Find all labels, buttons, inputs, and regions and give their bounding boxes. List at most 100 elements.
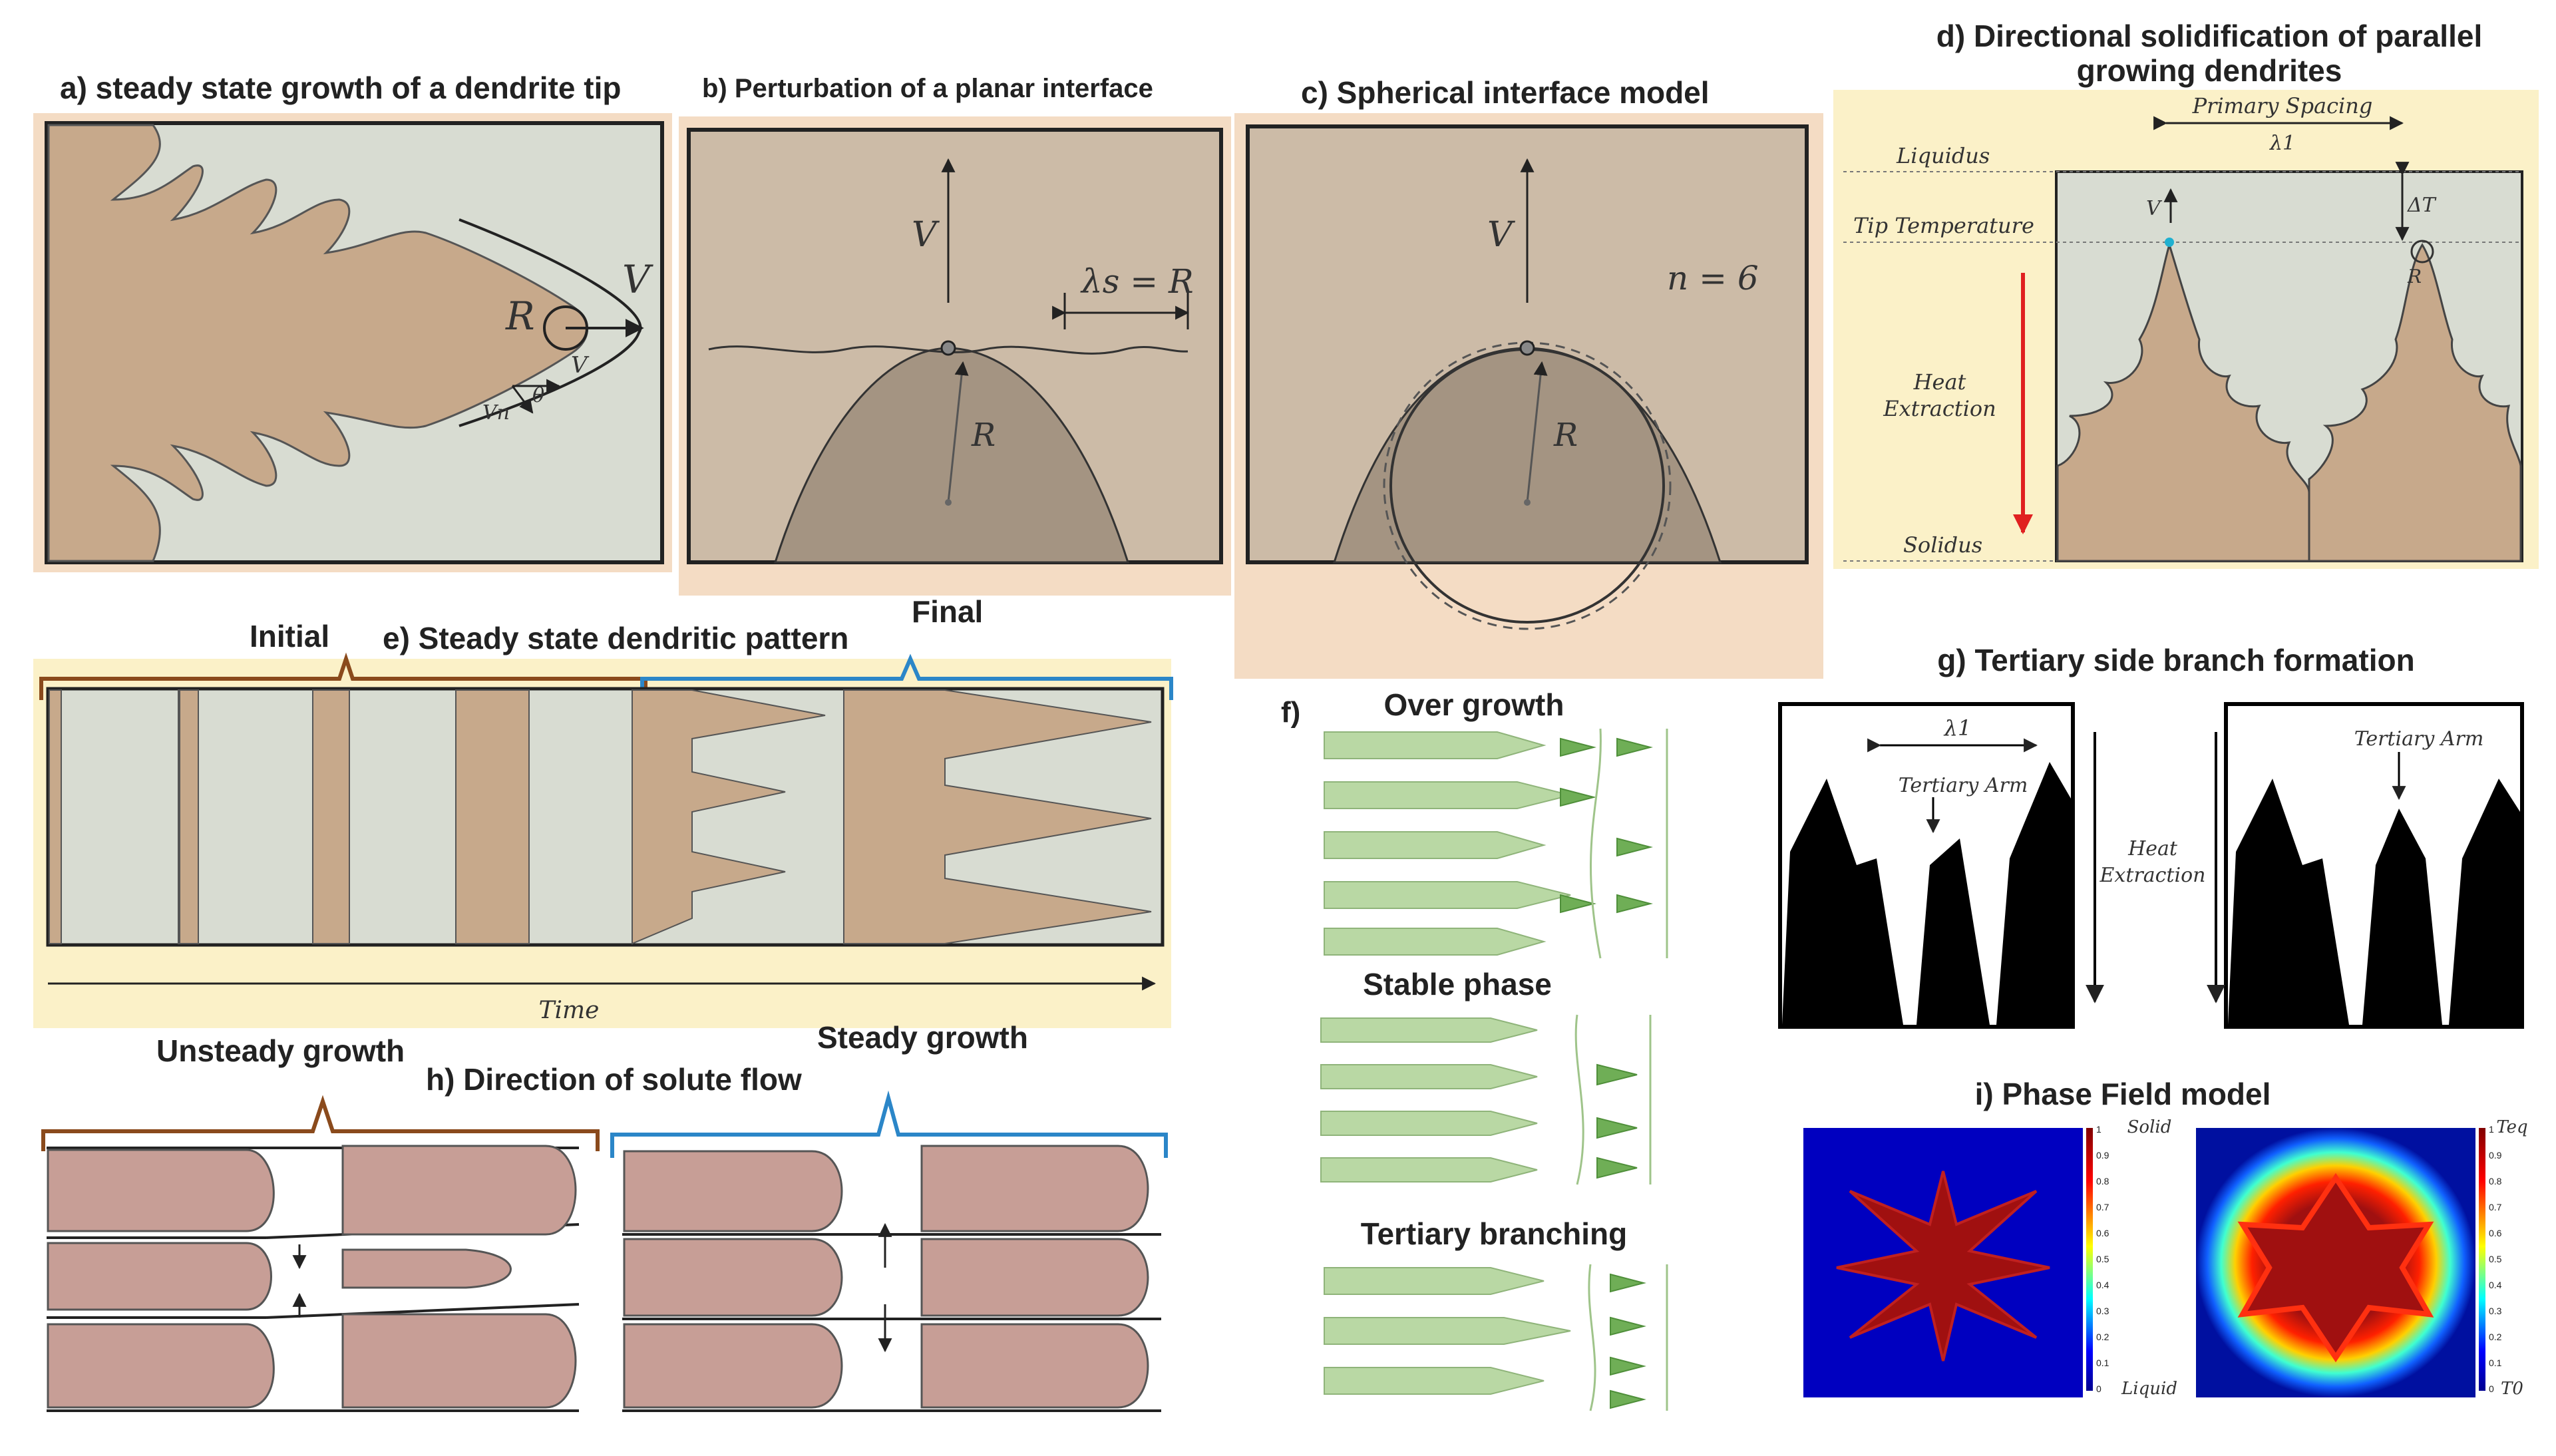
green-tips <box>1560 737 1653 1409</box>
tip-3 <box>1560 787 1596 807</box>
panel-g-tertiary-arm-left: Tertiary Arm <box>1899 774 2028 797</box>
panel-g-heat: Heat <box>2127 837 2178 860</box>
panel-a-vn: Vn <box>482 401 510 425</box>
panel-d-lambda1: λ1 <box>2269 132 2295 155</box>
perturbation-wave <box>708 345 1188 355</box>
stage-3 <box>312 689 350 944</box>
radius-arrow-b <box>947 361 969 503</box>
panel-c-V: V <box>1487 215 1515 255</box>
colorbar-tick-label: 0.2 <box>2489 1332 2502 1342</box>
over-growth-4 <box>1324 881 1571 909</box>
panel-a-title: a) steady state growth of a dendrite tip <box>60 71 621 105</box>
panel-d-V: V <box>2146 197 2163 220</box>
panel-h-title: h) Direction of solute flow <box>426 1062 802 1097</box>
over-growth-1 <box>1324 731 1547 759</box>
tip-2 <box>1616 737 1653 757</box>
tip-8 <box>1596 1117 1638 1139</box>
interface-1 <box>1590 728 1602 959</box>
center-point-b <box>945 499 952 506</box>
panel-i-title: i) Phase Field model <box>1975 1077 2271 1111</box>
tertiary-branching-2 <box>1324 1317 1571 1345</box>
colorbar-tick-label: 0 <box>2489 1383 2494 1394</box>
unsteady-brace <box>41 1095 600 1151</box>
cell-s-2 <box>920 1145 1149 1232</box>
panel-i-teq: Teq <box>2496 1117 2527 1137</box>
panel-b-title: b) Perturbation of a planar interface <box>702 74 1153 103</box>
cell-s-6 <box>920 1323 1149 1409</box>
panel-a: a) steady state growth of a dendrite tip… <box>33 71 672 572</box>
stage-4 <box>455 689 530 944</box>
panel-g-tertiary-arm-right: Tertiary Arm <box>2354 727 2484 751</box>
tip-10 <box>1610 1273 1646 1293</box>
steady-brace <box>610 1090 1168 1158</box>
stage-2 <box>178 689 199 944</box>
green-interface-lines <box>1574 728 1668 1411</box>
tip-6 <box>1616 894 1653 914</box>
panel-i-t0: T0 <box>2501 1379 2523 1399</box>
colorbar-tick-label: 0 <box>2096 1383 2101 1394</box>
panel-d: d) Directional solidification of paralle… <box>1833 19 2539 569</box>
panel-h-steady: Steady growth <box>817 1020 1028 1055</box>
green-dendrites <box>1320 731 1571 1395</box>
panel-c-R: R <box>1553 417 1578 454</box>
over-growth-2 <box>1324 781 1571 809</box>
colorbar-tick-label: 0.5 <box>2489 1254 2502 1264</box>
over-growth-5 <box>1324 928 1547 956</box>
colorbar-tick-label: 0.7 <box>2096 1202 2109 1212</box>
colorbar-tick-label: 0.9 <box>2096 1150 2109 1161</box>
colorbar-tick-label: 0.5 <box>2096 1254 2109 1264</box>
panel-d-title-1: d) Directional solidification of paralle… <box>1936 19 2482 53</box>
colorbar-solid-ticks: 10.90.80.70.60.50.40.30.20.10 <box>2096 1124 2109 1394</box>
colorbar-tick-label: 0.1 <box>2489 1358 2502 1368</box>
cell-s-5 <box>623 1323 843 1409</box>
interface-5 <box>1588 1264 1596 1411</box>
panel-d-tip-temperature: Tip Temperature <box>1853 213 2034 238</box>
tip-11 <box>1610 1316 1646 1336</box>
colorbar-tick-label: 0.4 <box>2096 1280 2109 1290</box>
panel-e-title: e) Steady state dendritic pattern <box>383 621 848 655</box>
panel-a-V: V <box>622 257 653 302</box>
tertiary-branching-3 <box>1324 1367 1545 1395</box>
center-point-c <box>1524 499 1531 506</box>
tip-7 <box>1596 1063 1638 1086</box>
colorbar-solid <box>2086 1128 2093 1391</box>
final-brace <box>640 653 1173 700</box>
panel-c: c) Spherical interface model V R n = 6 <box>1234 75 1823 679</box>
panel-h: Unsteady growth h) Direction of solute f… <box>41 1020 1168 1412</box>
stable-phase-3 <box>1320 1111 1538 1136</box>
panel-c-n: n = 6 <box>1667 259 1759 297</box>
panel-b-R: R <box>971 417 996 454</box>
dendrite-d-left <box>2056 241 2310 562</box>
colorbar-tick-label: 0.1 <box>2096 1358 2109 1368</box>
panel-d-primary-spacing: Primary Spacing <box>2192 93 2373 118</box>
panel-e-initial: Initial <box>250 619 329 653</box>
panel-d-liquidus: Liquidus <box>1896 143 1990 168</box>
phase-field-temperature-core <box>2237 1173 2434 1363</box>
cell-s-3 <box>623 1238 843 1317</box>
tertiary-branching-1 <box>1324 1267 1545 1295</box>
panel-d-heat: Heat <box>1913 369 1966 395</box>
panel-a-R: R <box>505 293 535 339</box>
colorbar-tick-label: 1 <box>2489 1124 2494 1135</box>
panel-a-v-small: V <box>571 352 590 379</box>
colorbar-tick-label: 0.4 <box>2489 1280 2502 1290</box>
stage-1 <box>49 689 62 944</box>
panel-d-solidus: Solidus <box>1903 532 1982 558</box>
panel-e-final: Final <box>912 594 983 629</box>
panel-i: i) Phase Field model Solid Liquid Teq T0… <box>1803 1077 2528 1399</box>
colorbar-tick-label: 0.3 <box>2096 1306 2109 1316</box>
colorbar-tick-label: 1 <box>2096 1124 2101 1135</box>
tip-13 <box>1610 1389 1646 1409</box>
radius-arrow-c <box>1526 361 1548 503</box>
solute-cells <box>47 1145 1149 1409</box>
cell-u-3 <box>47 1242 272 1311</box>
tip-4 <box>1616 837 1653 857</box>
tip-point-b <box>940 340 956 356</box>
stable-phase-4 <box>1320 1157 1538 1183</box>
panel-a-theta: θ <box>532 384 544 407</box>
black-dendrites-right <box>2228 779 2520 1025</box>
panel-d-extraction: Extraction <box>1883 396 1996 421</box>
colorbar-tick-label: 0.2 <box>2096 1332 2109 1342</box>
evolution-stages <box>49 689 1152 945</box>
